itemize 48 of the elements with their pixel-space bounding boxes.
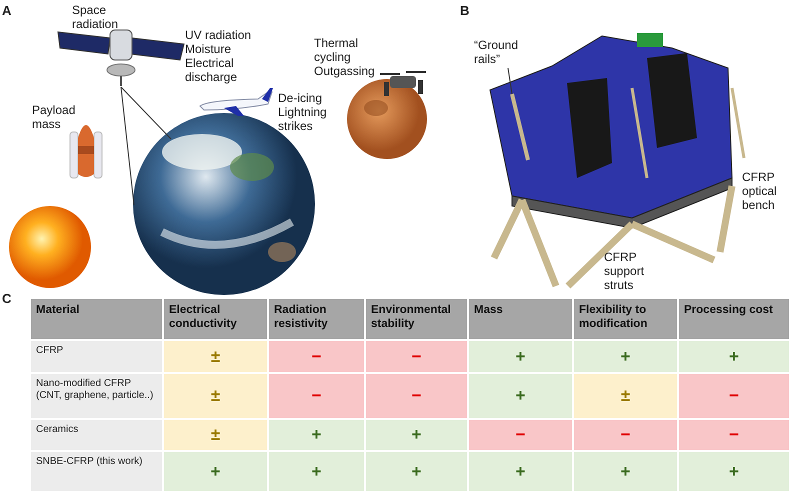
rating-cell: + — [269, 420, 364, 450]
line — [120, 86, 172, 140]
rating-cell: + — [469, 374, 572, 418]
rating-cell: − — [679, 420, 789, 450]
header-cell: Processing cost — [679, 299, 789, 339]
rating-cell: ± — [164, 341, 267, 372]
header-cell: Electrical conductivity — [164, 299, 267, 339]
row-header-cell: CFRP — [31, 341, 162, 372]
header-cell: Radiation resistivity — [269, 299, 364, 339]
rating-cell: + — [679, 452, 789, 491]
line — [120, 86, 134, 206]
annotation: CFRP optical bench — [742, 170, 778, 212]
header-cell: Mass — [469, 299, 572, 339]
panel-letter: B — [460, 3, 470, 18]
annotation: Space radiation — [72, 3, 120, 31]
rating-cell: + — [366, 420, 467, 450]
rating-cell: − — [679, 374, 789, 418]
annotation: UV radiation Moisture Electrical discharge — [185, 28, 252, 84]
header-cell: Flexibility to modification — [574, 299, 677, 339]
row-header-cell: Nano-modified CFRP (CNT, graphene, particle..) — [31, 374, 162, 418]
rating-cell: ± — [574, 374, 677, 418]
callout-label: “Ground rails” — [474, 38, 544, 66]
rating-cell: − — [269, 341, 364, 372]
rating-cell: ± — [164, 374, 267, 418]
rating-cell: + — [574, 341, 677, 372]
panel-letter: A — [2, 3, 12, 18]
rating-cell: − — [366, 374, 467, 418]
panel-letter: C — [2, 291, 12, 306]
rating-cell: ± — [164, 420, 267, 450]
rating-cell: + — [366, 452, 467, 491]
rating-cell: − — [269, 374, 364, 418]
rating-cell: + — [679, 341, 789, 372]
rating-cell: − — [366, 341, 467, 372]
rating-cell: + — [269, 452, 364, 491]
rating-cell: + — [469, 341, 572, 372]
rating-cell: − — [469, 420, 572, 450]
annotation: Thermal cycling Outgassing — [314, 36, 376, 78]
rating-cell: + — [164, 452, 267, 491]
rating-cell: − — [574, 420, 677, 450]
row-header-cell: Ceramics — [31, 420, 162, 450]
rating-cell: + — [574, 452, 677, 491]
annotation: Payload mass — [32, 103, 76, 131]
rating-cell: + — [469, 452, 572, 491]
header-cell: Environmental stability — [366, 299, 467, 339]
row-header-cell: SNBE-CFRP (this work) — [31, 452, 162, 491]
annotation: CFRP support struts — [604, 250, 646, 292]
header-cell: Material — [31, 299, 162, 339]
annotation: De-icing Lightning strikes — [278, 91, 328, 133]
